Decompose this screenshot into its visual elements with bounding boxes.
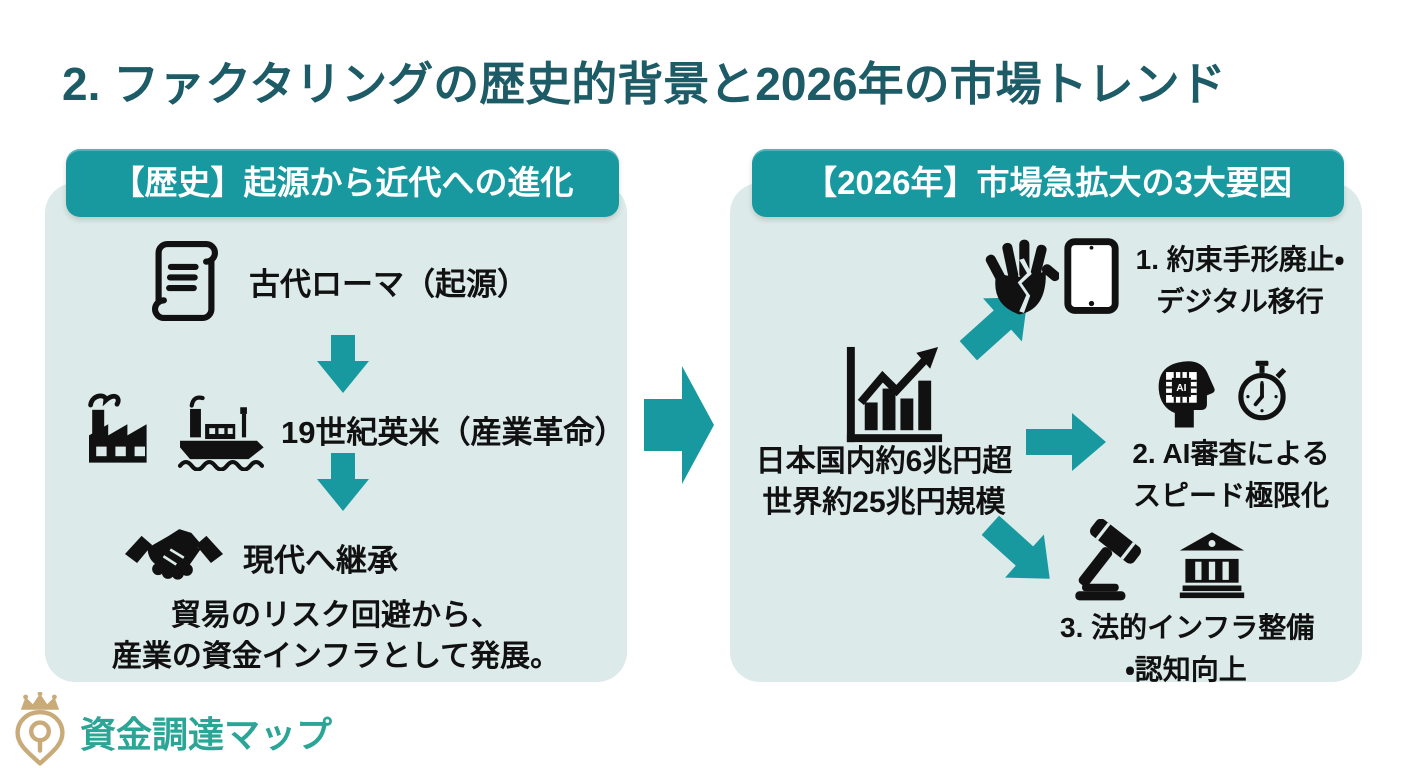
trends-panel-header-text: 【2026年】市場急拡大の3大要因 [804, 164, 1292, 201]
history-step-label: 古代ローマ（起源） [249, 266, 528, 302]
market-size-text: 日本国内約6兆円超 世界約25兆円規模 [738, 441, 1030, 523]
handshake-icon [125, 529, 223, 580]
market-size-line1: 日本国内約6兆円超 [755, 445, 1013, 478]
factor-1-line2: デジタル移行 [1156, 286, 1324, 317]
history-panel-header-text: 【歴史】起源から近代への進化 [111, 164, 574, 201]
logo-text: 資金調達マップ [80, 714, 333, 755]
factor-2-line2: スピード極限化 [1132, 480, 1329, 511]
history-step-19th-century: 19世紀英米（産業革命） [81, 383, 625, 475]
history-panel: 古代ローマ（起源） [45, 183, 627, 682]
broken-hand-icon [985, 239, 1059, 315]
stopwatch-icon [1238, 360, 1287, 421]
history-summary-line1: 貿易のリスク回避から、 [171, 599, 501, 632]
arrow-right-icon [1026, 413, 1106, 471]
factor-2-line1: 2. AI審査による [1132, 438, 1330, 469]
growth-chart-icon [846, 346, 943, 443]
page-title: 2. ファクタリングの歴史的背景と2026年の市場トレンド [62, 58, 1226, 110]
scroll-icon [152, 240, 218, 322]
history-summary: 貿易のリスク回避から、 産業の資金インフラとして発展。 [45, 595, 627, 677]
ship-icon [177, 395, 265, 471]
factor-1-line1: 1. 約束手形廃止・ [1135, 244, 1345, 275]
ai-chip-label: AI [1176, 383, 1186, 394]
factor-3-text: 3. 法的インフラ整備 ・認知向上 [1060, 607, 1315, 691]
factor-3-line2: ・認知向上 [1125, 654, 1247, 685]
arrow-up-right-icon [959, 297, 1028, 361]
down-arrow-icon [317, 335, 369, 393]
factor-2-text: 2. AI審査による スピード極限化 [1108, 433, 1354, 517]
arrow-down-right-icon [981, 515, 1050, 579]
ai-head-icon: AI [1158, 361, 1215, 428]
history-step-ancient-rome: 古代ローマ（起源） [141, 235, 528, 327]
market-size-line2: 世界約25兆円規模 [762, 486, 1006, 519]
tablet-icon [1064, 238, 1119, 314]
history-panel-header: 【歴史】起源から近代への進化 [66, 149, 619, 217]
down-arrow-icon [317, 453, 369, 511]
flow-right-arrow-icon [644, 366, 714, 484]
history-step-label: 19世紀英米（産業革命） [281, 414, 626, 450]
bank-icon [1179, 532, 1245, 599]
factory-icon [88, 393, 147, 463]
history-step-label: 現代へ継承 [243, 542, 398, 578]
history-summary-line2: 産業の資金インフラとして発展。 [111, 640, 561, 673]
gavel-icon [1075, 519, 1142, 601]
factor-1-text: 1. 約束手形廃止・ デジタル移行 [1118, 239, 1362, 323]
factor-3-line1: 3. 法的インフラ整備 [1060, 612, 1315, 643]
trends-panel-header: 【2026年】市場急拡大の3大要因 [752, 149, 1344, 217]
history-step-modern: 現代へ継承 [125, 511, 398, 603]
trends-panel: 日本国内約6兆円超 世界約25兆円規模 [730, 183, 1362, 685]
crown-pin-logo-icon [15, 692, 65, 766]
